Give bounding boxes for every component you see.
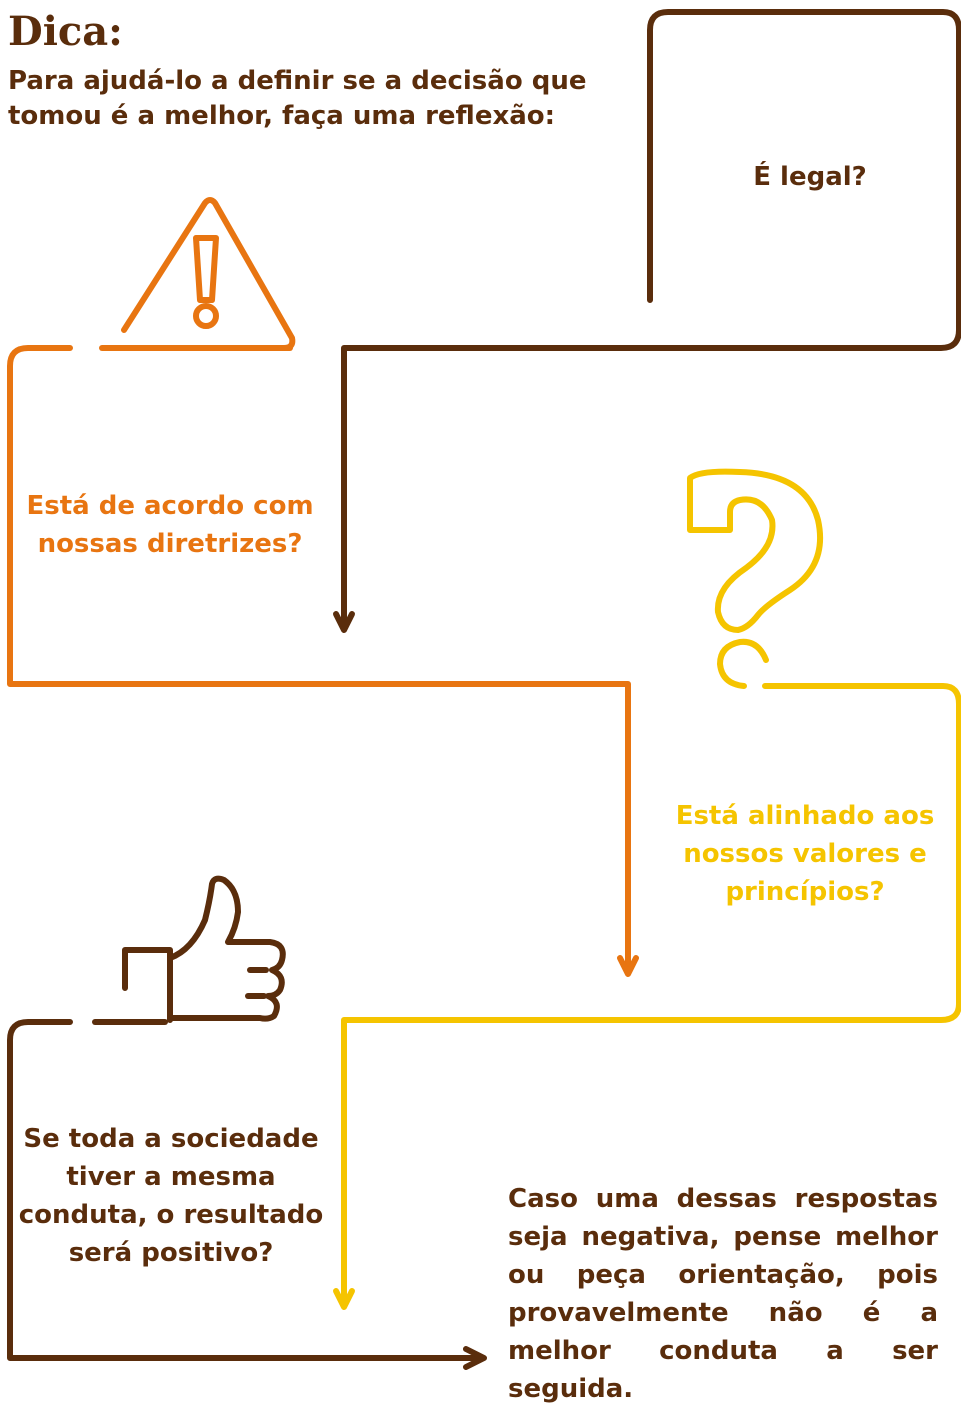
- connector-valores: [341, 683, 961, 1308]
- connector-sociedade-left: [7, 1019, 485, 1361]
- question-mark-icon: [687, 468, 824, 689]
- connector-diretrizes-left: [7, 345, 631, 975]
- arrow-head-2: [617, 955, 639, 977]
- arrow-head-3: [333, 1288, 355, 1310]
- thumbs-up-icon: [122, 875, 286, 1023]
- arrow-head-1: [333, 611, 355, 633]
- question-sociedade: Se toda a sociedade tiver a mesma condut…: [18, 1124, 324, 1268]
- warning-icon: [121, 197, 296, 351]
- flow-diagram: [7, 9, 961, 1370]
- conclusion-text: Caso uma dessas respostas seja negativa,…: [508, 1184, 938, 1404]
- page-title: Dica:: [8, 8, 123, 55]
- question-legal: É legal?: [753, 162, 867, 192]
- question-valores: Está alinhado aos nossos valores e princ…: [675, 801, 935, 907]
- connector-legal: [341, 9, 961, 631]
- intro-text: Para ajudá-lo a definir se a decisão que…: [8, 66, 587, 131]
- arrow-head-4: [463, 1346, 487, 1370]
- question-diretrizes: Está de acordo com nossas diretrizes?: [26, 491, 314, 559]
